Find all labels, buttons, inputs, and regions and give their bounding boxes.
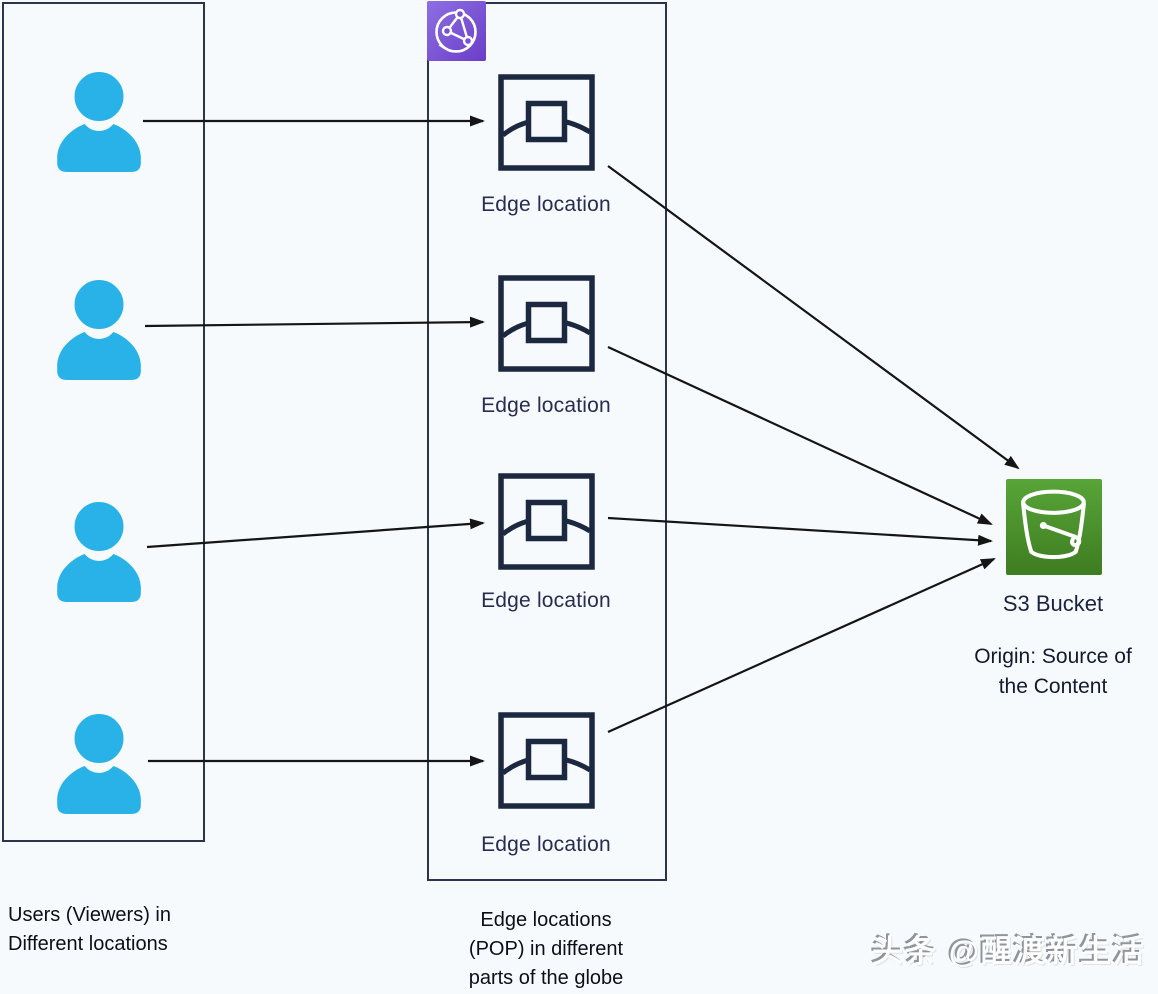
edge-location-label: Edge location — [481, 833, 611, 856]
edge-panel-caption: Edge locations (POP) in different parts … — [416, 906, 676, 993]
user-icon — [57, 712, 141, 814]
edge-location-label: Edge location — [481, 394, 611, 417]
edge-location-label: Edge location — [481, 193, 611, 216]
user-icon — [57, 70, 141, 172]
edge-caption-line3: parts of the globe — [468, 967, 624, 989]
edge-location-icon — [498, 74, 595, 171]
edge-location-label: Edge location — [481, 589, 611, 612]
edge-location-icon — [498, 473, 595, 570]
arrow-edge1-bucket — [607, 165, 1020, 470]
edge-caption-line1: Edge locations — [480, 909, 612, 931]
users-panel-box — [2, 2, 205, 842]
s3-bucket-icon — [1006, 479, 1102, 575]
user-icon — [57, 500, 141, 602]
cloudfront-globe-icon — [427, 1, 486, 61]
origin-caption: Origin: Source of the Content — [928, 642, 1158, 702]
users-panel-caption: Users (Viewers) in Different locations — [8, 901, 171, 959]
watermark-text: 头条 @醒渡新生活 — [872, 934, 1146, 969]
users-caption-line2: Different locations — [8, 933, 168, 955]
user-icon — [57, 278, 141, 380]
s3-bucket-label: S3 Bucket — [1002, 591, 1104, 616]
users-caption-line1: Users (Viewers) in — [8, 904, 171, 926]
edge-location-icon — [498, 275, 595, 372]
edge-caption-line2: (POP) in different — [468, 938, 624, 960]
origin-caption-line1: Origin: Source of — [974, 645, 1132, 668]
origin-caption-line2: the Content — [998, 675, 1108, 698]
edge-location-icon — [498, 712, 595, 809]
